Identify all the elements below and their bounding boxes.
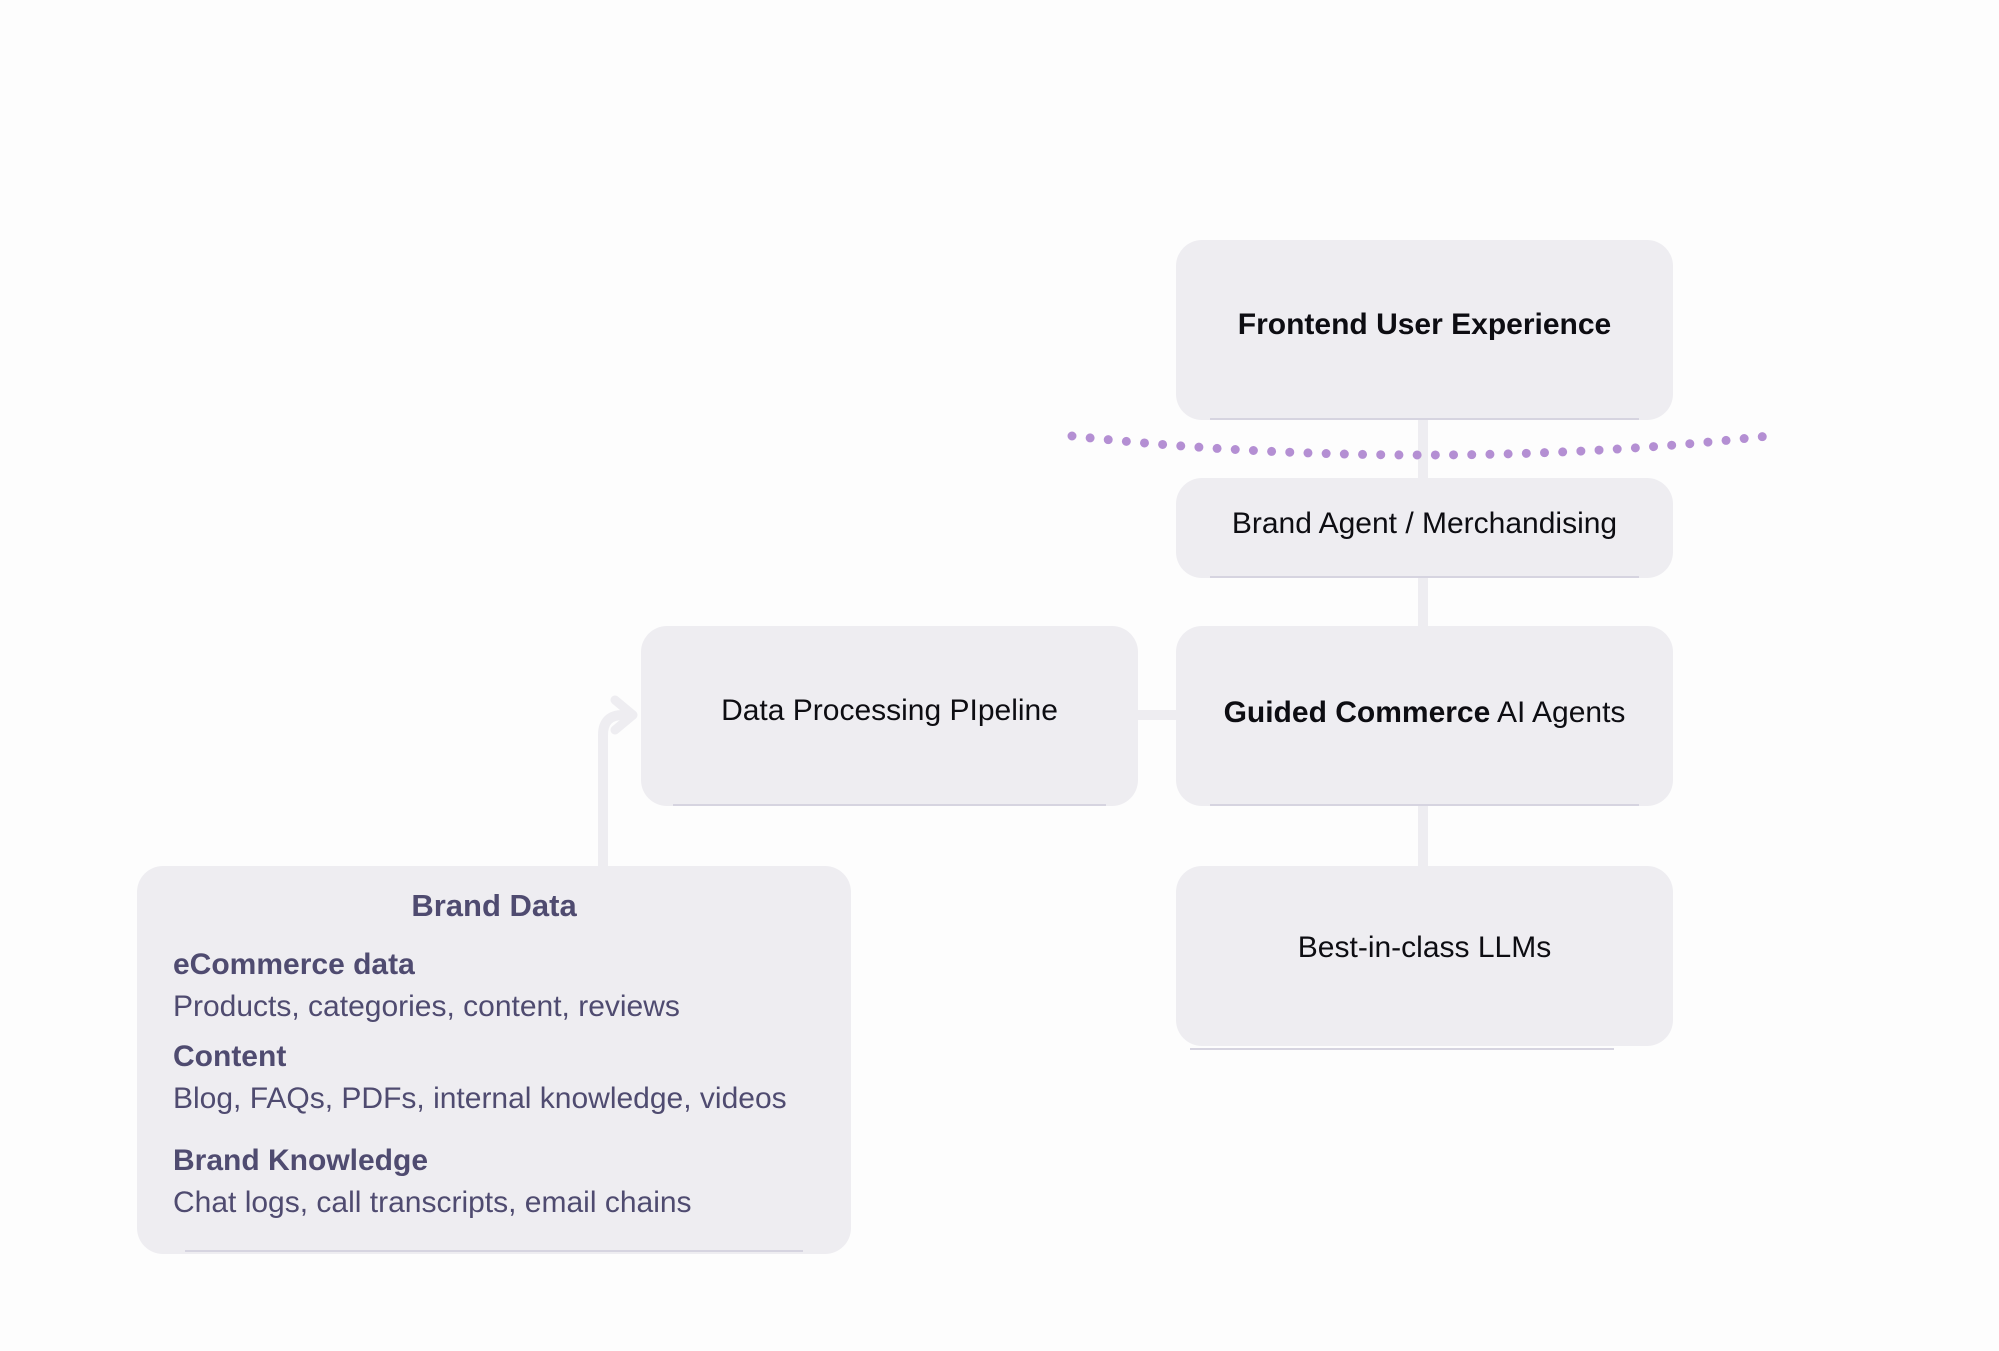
brand-knowledge-heading: Brand Knowledge [173, 1144, 429, 1177]
brand-knowledge-description: Chat logs, call transcripts, email chain… [173, 1186, 692, 1219]
frontend-label: Frontend User Experience [1237, 308, 1612, 341]
content-description: Blog, FAQs, PDFs, internal knowledge, vi… [173, 1082, 787, 1115]
box-underline [1210, 418, 1639, 420]
box-underline [1210, 576, 1639, 578]
arrowhead-icon [610, 695, 638, 735]
llms-box: Best-in-class LLMs [1176, 866, 1673, 1046]
content-heading: Content [173, 1040, 287, 1073]
guided-commerce-label: Guided Commerce AI Agents [1176, 696, 1673, 730]
ecommerce-data-heading: eCommerce data [173, 948, 415, 981]
brand-agent-label: Brand Agent / Merchandising [1231, 507, 1618, 540]
brand-data-title: Brand Data [411, 888, 577, 923]
box-underline [1210, 804, 1639, 806]
llms-underline [1190, 1048, 1614, 1050]
box-underline [185, 1250, 803, 1252]
pipeline-label: Data Processing PIpeline [721, 694, 1058, 727]
guided-commerce-box: Guided Commerce AI Agents [1176, 626, 1673, 806]
brand-agent-box: Brand Agent / Merchandising [1176, 478, 1673, 578]
data-processing-pipeline-box: Data Processing PIpeline [641, 626, 1138, 806]
guided-commerce-label-regular: AI Agents [1496, 696, 1626, 729]
frontend-user-experience-box: Frontend User Experience [1176, 240, 1673, 420]
guided-commerce-label-bold: Guided Commerce [1223, 696, 1491, 729]
connector-brand-data-to-pipeline [598, 710, 633, 866]
ecommerce-data-description: Products, categories, content, reviews [173, 990, 680, 1023]
brand-data-box: Brand Data eCommerce data Products, cate… [137, 866, 851, 1254]
llms-label: Best-in-class LLMs [1297, 931, 1552, 964]
box-underline [673, 804, 1106, 806]
